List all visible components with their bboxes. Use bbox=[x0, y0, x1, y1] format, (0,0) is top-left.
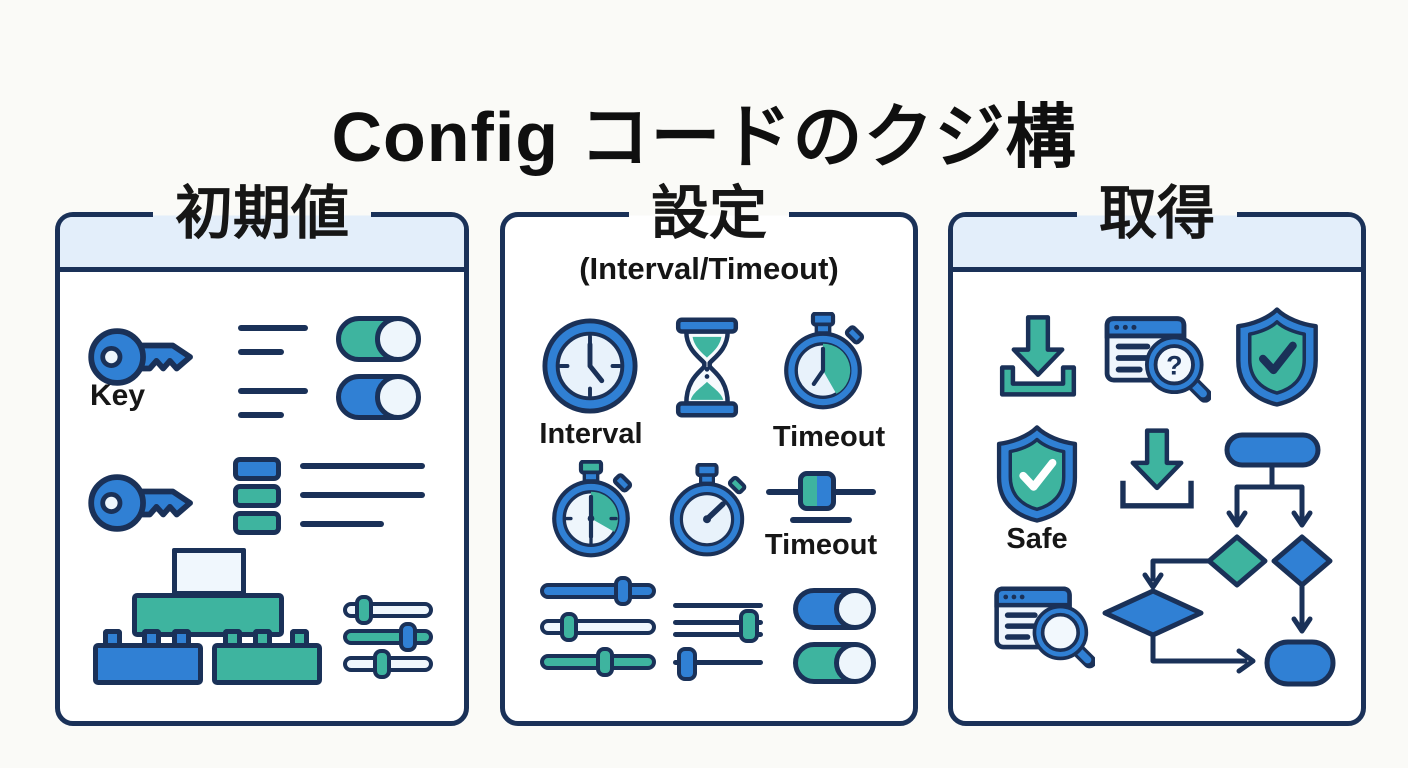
flowchart-icon bbox=[1101, 429, 1341, 697]
slider[interactable] bbox=[540, 576, 656, 606]
text-line bbox=[300, 492, 425, 498]
interval-label: Interval bbox=[539, 418, 643, 450]
timeout-label: Timeout bbox=[764, 529, 878, 561]
shield-safe-icon bbox=[993, 424, 1081, 524]
text-line bbox=[238, 325, 308, 331]
hourglass-icon bbox=[671, 317, 743, 418]
text-line bbox=[300, 521, 384, 527]
slider[interactable] bbox=[540, 647, 656, 677]
list-chip-teal bbox=[233, 484, 281, 508]
slider-track bbox=[673, 660, 763, 665]
text-line bbox=[300, 463, 425, 469]
slider-knob[interactable] bbox=[798, 471, 836, 511]
slider-knob[interactable] bbox=[596, 647, 614, 677]
card-initial-values: 初期値 Key bbox=[55, 171, 469, 726]
toggle-knob[interactable] bbox=[375, 316, 421, 362]
card-settings: 設定 (Interval/Timeout) Interval bbox=[500, 171, 918, 726]
clock-icon bbox=[541, 317, 639, 415]
svg-text:?: ? bbox=[1166, 350, 1182, 380]
slider[interactable] bbox=[540, 612, 656, 642]
toggle-knob[interactable] bbox=[834, 642, 876, 684]
toggle-knob[interactable] bbox=[375, 374, 421, 420]
slider[interactable] bbox=[343, 595, 433, 625]
key-label: Key bbox=[90, 379, 146, 412]
timeout-label: Timeout bbox=[772, 421, 886, 453]
card-title-settings: 設定 bbox=[628, 171, 790, 257]
slider[interactable] bbox=[343, 649, 433, 679]
list-chip-blue bbox=[233, 457, 281, 481]
key-icon bbox=[88, 309, 200, 405]
slider-track bbox=[673, 620, 763, 625]
toggle-on-blue[interactable] bbox=[336, 374, 421, 420]
stopwatch-pie-icon bbox=[545, 460, 637, 562]
brick-teal bbox=[212, 643, 322, 685]
slider-knob[interactable] bbox=[373, 649, 391, 679]
slider-knob[interactable] bbox=[560, 612, 578, 642]
slider-track bbox=[673, 632, 763, 637]
stopwatch-icon bbox=[777, 312, 869, 414]
download-icon bbox=[993, 312, 1083, 398]
browser-search-icon bbox=[993, 581, 1095, 673]
slider-knob[interactable] bbox=[739, 609, 759, 643]
stopwatch-needle-icon bbox=[663, 463, 751, 561]
card-fetch: 取得 ? bbox=[948, 171, 1366, 726]
block-top-white bbox=[172, 548, 246, 596]
toggle-knob[interactable] bbox=[834, 588, 876, 630]
text-line bbox=[238, 349, 284, 355]
slider[interactable] bbox=[343, 622, 433, 652]
toggle-on-teal[interactable] bbox=[793, 642, 876, 684]
download-tray-icon bbox=[1111, 427, 1203, 513]
key-icon bbox=[88, 455, 200, 551]
toggle-on-teal[interactable] bbox=[336, 316, 421, 362]
text-line bbox=[238, 412, 284, 418]
browser-search-question-icon: ? bbox=[1103, 311, 1211, 407]
slider-track bbox=[790, 517, 852, 523]
toggle-on-blue[interactable] bbox=[793, 588, 876, 630]
card-title-initial-values: 初期値 bbox=[152, 171, 372, 257]
list-chip-teal bbox=[233, 511, 281, 535]
slider-knob[interactable] bbox=[355, 595, 373, 625]
line-slider-group[interactable] bbox=[673, 597, 765, 697]
page-title: Config コードのクジ構 bbox=[331, 97, 1077, 176]
safe-label: Safe bbox=[1006, 523, 1068, 555]
text-line bbox=[238, 388, 308, 394]
card-title-fetch: 取得 bbox=[1076, 171, 1238, 257]
shield-check-icon bbox=[1233, 306, 1321, 408]
slider-track bbox=[673, 603, 763, 608]
slider-knob[interactable] bbox=[614, 576, 632, 606]
range-slider-icon[interactable] bbox=[760, 467, 882, 527]
slider-knob[interactable] bbox=[399, 622, 417, 652]
brick-blue bbox=[93, 643, 203, 685]
slider-knob[interactable] bbox=[677, 647, 697, 681]
